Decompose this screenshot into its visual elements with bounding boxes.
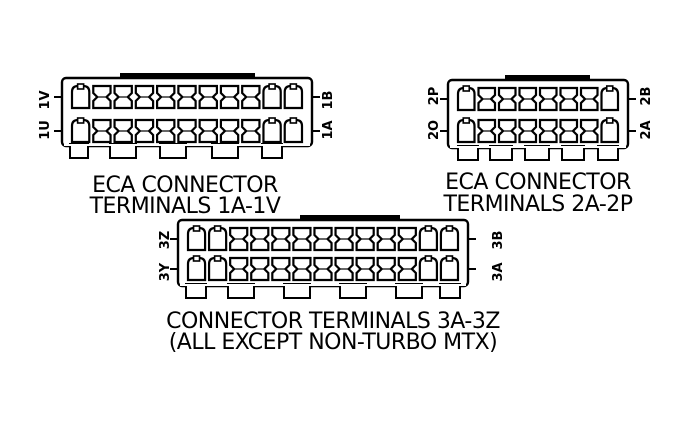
- caption-3-line-1: CONNECTOR TERMINALS 3A-3Z: [166, 309, 500, 334]
- connector-1-body: [54, 73, 320, 159]
- eca-connector-1a-1v: 1V 1U 1B 1A ECA CONNECTOR TERMINALS 1A-1…: [38, 73, 336, 219]
- label-1a: 1A: [321, 120, 336, 139]
- caption-2-line-2: TERMINALS 2A-2P: [442, 192, 632, 217]
- caption-1-line-2: TERMINALS 1A-1V: [89, 194, 281, 219]
- label-3y: 3Y: [158, 262, 173, 281]
- label-1u: 1U: [38, 120, 53, 140]
- label-1b: 1B: [321, 91, 336, 110]
- label-2o: 2O: [427, 120, 442, 140]
- label-3a: 3A: [491, 262, 506, 281]
- label-2p: 2P: [427, 87, 442, 106]
- caption-2-line-1: ECA CONNECTOR: [445, 170, 631, 195]
- label-2b: 2B: [639, 87, 654, 106]
- caption-3-line-2: (ALL EXCEPT NON-TURBO MTX): [169, 330, 498, 355]
- caption-1-line-1: ECA CONNECTOR: [92, 173, 278, 198]
- connector-3a-3z: 3Z 3Y 3B 3A CONNECTOR TERMINALS 3A-3Z (A…: [158, 215, 506, 355]
- label-1v: 1V: [38, 90, 53, 109]
- connector-3-body: [170, 215, 476, 299]
- label-3b: 3B: [491, 231, 506, 250]
- label-3z: 3Z: [158, 231, 173, 249]
- label-2a: 2A: [639, 120, 654, 139]
- eca-connector-2a-2p: 2P 2O 2B 2A ECA CONNECTOR TERMINALS 2A-2…: [427, 75, 654, 217]
- connector-2-body: [440, 75, 636, 161]
